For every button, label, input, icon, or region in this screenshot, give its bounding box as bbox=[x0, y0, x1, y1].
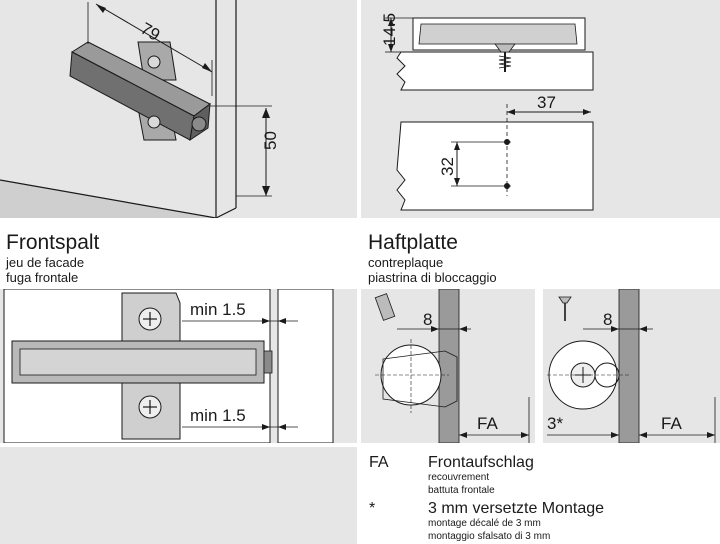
plate-height-label: 14.5 bbox=[380, 13, 399, 46]
haftplatte-drawing: 8 FA 8 bbox=[374, 289, 716, 443]
haftplatte-it: piastrina di bloccaggio bbox=[368, 270, 497, 285]
hinge-isometric-panel: 79 50 bbox=[0, 0, 357, 218]
frontspalt-title: Frontspalt bbox=[6, 231, 100, 254]
plate-section-drawing: 14.5 37 32 bbox=[380, 13, 594, 211]
legend-star-fr: montage décalé de 3 mm bbox=[428, 518, 541, 529]
legend-star-de: 3 mm versetzte Montage bbox=[428, 500, 605, 517]
legend-fa-de: Frontaufschlag bbox=[428, 454, 534, 471]
legend-fa-fr: recouvrement bbox=[428, 472, 490, 483]
frontspalt-drawing: min 1.5 min 1.5 bbox=[3, 289, 334, 443]
frontspalt-it: fuga frontale bbox=[6, 270, 79, 285]
hole-spacing-label: 32 bbox=[438, 157, 457, 176]
haftplatte-panel: 8 FA 8 bbox=[361, 289, 720, 443]
plate-offset-b-label: 8 bbox=[603, 310, 612, 329]
frontspalt-fr: jeu de facade bbox=[6, 255, 85, 270]
hole-distance-label: 37 bbox=[537, 93, 556, 112]
legend-star-key: * bbox=[369, 500, 376, 517]
gap-bottom-label: min 1.5 bbox=[190, 406, 246, 425]
offset-mark-label: 3* bbox=[547, 414, 563, 433]
frontspalt-panel: min 1.5 min 1.5 bbox=[0, 289, 357, 443]
overlay-b-label: FA bbox=[661, 414, 682, 433]
gap-top-label: min 1.5 bbox=[190, 300, 246, 319]
plate-offset-a-label: 8 bbox=[423, 310, 432, 329]
haftplatte-fr: contreplaque bbox=[368, 255, 444, 270]
plate-section-panel: 14.5 37 32 bbox=[361, 0, 720, 218]
legend-fa-key: FA bbox=[369, 454, 389, 471]
legend-fa-it: battuta frontale bbox=[428, 485, 495, 496]
blank-panel bbox=[0, 447, 357, 544]
legend-star-it: montaggio sfalsato di 3 mm bbox=[428, 531, 551, 542]
overlay-a-label: FA bbox=[477, 414, 498, 433]
hinge-isometric-drawing: 79 50 bbox=[0, 0, 280, 218]
haftplatte-title: Haftplatte bbox=[368, 231, 458, 254]
hinge-height-label: 50 bbox=[261, 131, 280, 150]
